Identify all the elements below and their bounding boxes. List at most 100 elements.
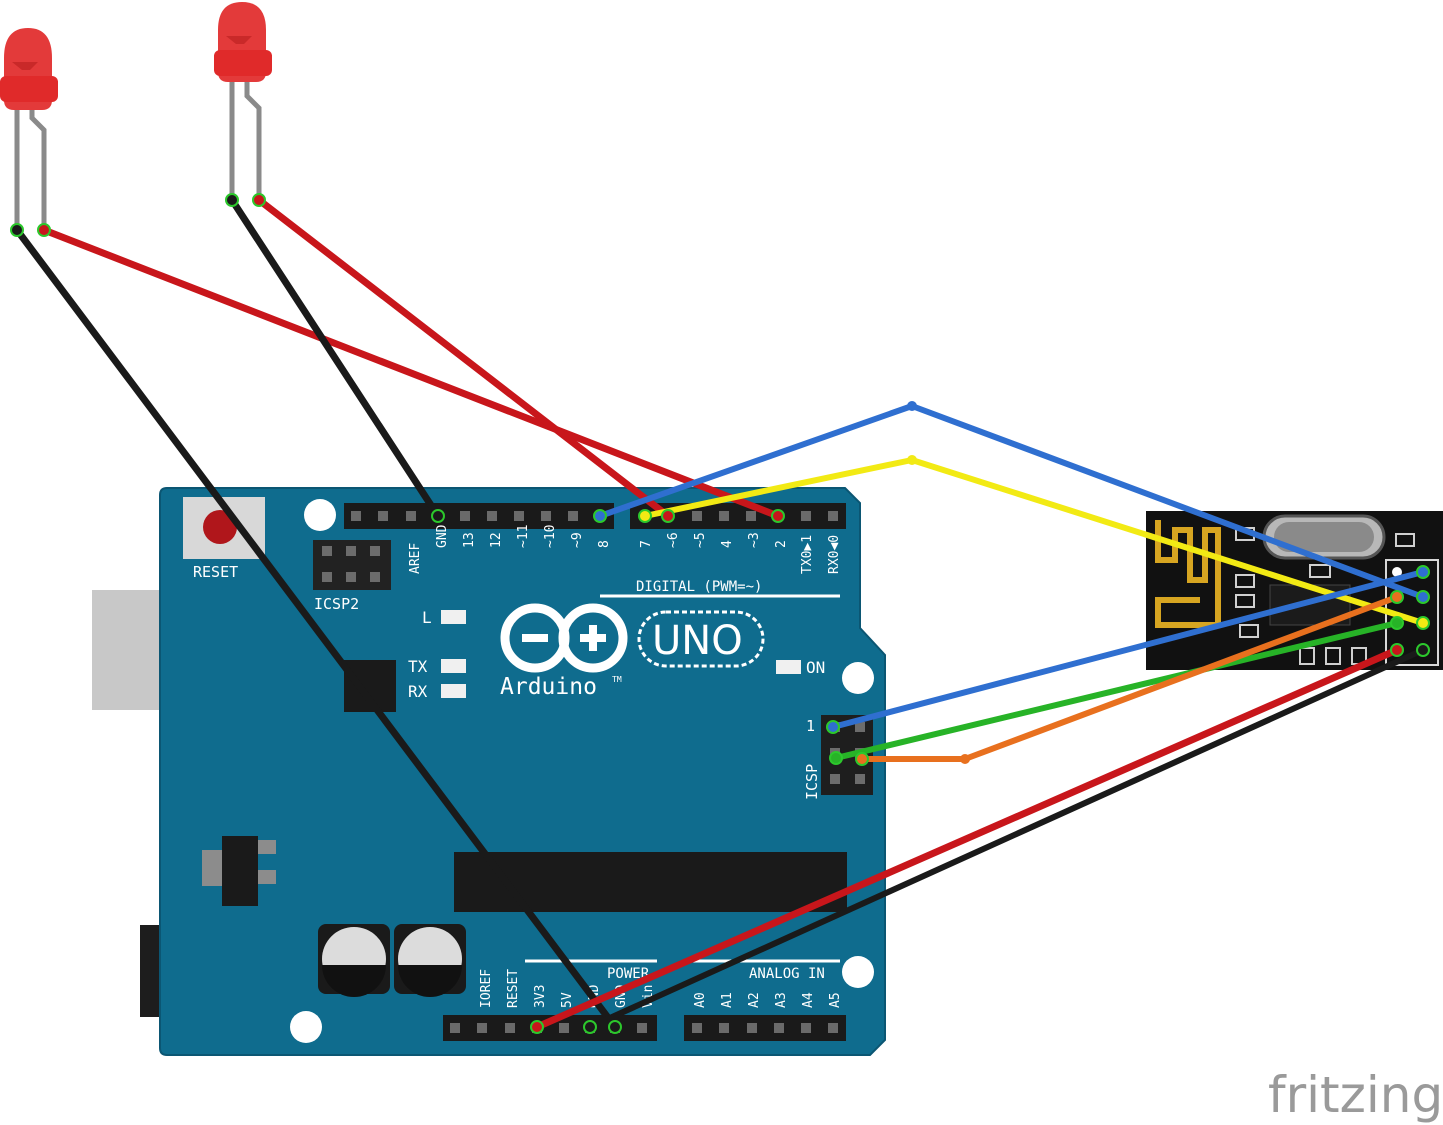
regulator-pin <box>258 870 276 884</box>
wire-endpoints <box>10 193 1430 1034</box>
header-pin-hole[interactable] <box>505 1023 515 1033</box>
analog-pin-label: A3 <box>774 992 789 1008</box>
header-pin-hole[interactable] <box>828 1023 838 1033</box>
header-pin-hole[interactable] <box>828 511 838 521</box>
header-pin-hole[interactable] <box>450 1023 460 1033</box>
wire-icsp-miso-to-nrf[interactable] <box>830 569 1426 730</box>
header-pin-hole[interactable] <box>487 511 497 521</box>
digital-pin-label: ~3 <box>747 532 762 548</box>
led-1-anode-leg <box>29 100 47 230</box>
bottom-pin-holes <box>450 1023 838 1033</box>
wire-gnd-to-nrf[interactable] <box>587 647 1426 1030</box>
led-1-rim <box>0 76 58 102</box>
mounting-hole <box>304 499 336 531</box>
wire-endpoint <box>1416 643 1430 657</box>
led-2-die <box>226 36 252 44</box>
header-pin-hole[interactable] <box>719 1023 729 1033</box>
wire-endpoint <box>826 720 840 734</box>
led-2-rim <box>214 50 272 76</box>
header-pin-hole[interactable] <box>541 511 551 521</box>
digital-pin-label: RX0◀0 <box>827 535 842 574</box>
wire-endpoint <box>1390 590 1404 604</box>
crystal-inner <box>1274 522 1374 552</box>
header-pin-hole[interactable] <box>460 511 470 521</box>
digital-pin-label: 12 <box>489 532 504 548</box>
fritzing-watermark: fritzing <box>1268 1066 1443 1124</box>
header-pin-hole[interactable] <box>692 1023 702 1033</box>
power-pin-label: 5V <box>560 992 575 1008</box>
atmega-chip <box>454 852 847 912</box>
wire-endpoint <box>1416 590 1430 604</box>
capacitor <box>394 924 466 997</box>
header-pin-hole[interactable] <box>801 511 811 521</box>
reset-label: RESET <box>193 563 238 581</box>
digital-pin-label: TX0▶1 <box>800 535 815 574</box>
header-pin-hole[interactable] <box>637 1023 647 1033</box>
wire-endpoint <box>638 509 652 523</box>
header-pin-hole[interactable] <box>692 511 702 521</box>
wire-endpoint <box>1416 565 1430 579</box>
led-2[interactable] <box>214 2 272 200</box>
wire-endpoint <box>37 223 51 237</box>
header-pin-hole[interactable] <box>747 1023 757 1033</box>
header-pin-hole[interactable] <box>568 511 578 521</box>
mounting-hole <box>290 1011 322 1043</box>
wire-endpoint <box>771 509 785 523</box>
led-2-anode-leg <box>244 80 262 200</box>
arduino-trademark: TM <box>612 675 622 684</box>
wires <box>13 196 1426 1031</box>
on-label: ON <box>806 658 825 677</box>
wire-led1-cathode-to-gnd[interactable] <box>13 226 619 1031</box>
header-pin-hole[interactable] <box>378 511 388 521</box>
wire-endpoint <box>661 509 675 523</box>
usb-connector-face <box>92 590 166 710</box>
header-pin-hole[interactable] <box>514 511 524 521</box>
digital-label: DIGITAL (PWM=~) <box>636 579 762 595</box>
header-pin-hole[interactable] <box>746 511 756 521</box>
header-pin-hole[interactable] <box>351 511 361 521</box>
digital-pin-label: 13 <box>462 532 477 548</box>
wire-endpoint <box>431 509 445 523</box>
icsp-pin1-label: 1 <box>806 717 815 735</box>
digital-pin-label: ~10 <box>543 525 558 548</box>
mounting-hole <box>842 956 874 988</box>
header-pin-hole[interactable] <box>719 511 729 521</box>
wire-endpoint <box>225 193 239 207</box>
wire-led2-anode-to-pin6[interactable] <box>255 196 672 520</box>
led-1[interactable] <box>0 28 58 230</box>
wire-endpoint <box>252 193 266 207</box>
regulator-tab <box>202 850 222 886</box>
digital-pin-label: ~5 <box>693 532 708 548</box>
led-rx-label: RX <box>408 682 428 701</box>
header-pin-hole[interactable] <box>774 1023 784 1033</box>
digital-pin-label: ~11 <box>516 525 531 548</box>
power-pin-label: RESET <box>506 969 521 1008</box>
header-pin-hole[interactable] <box>801 1023 811 1033</box>
header-pin-hole[interactable] <box>477 1023 487 1033</box>
wire-bendpoint <box>907 455 917 465</box>
wire-endpoint <box>593 509 607 523</box>
header-pin-hole[interactable] <box>559 1023 569 1033</box>
header-pin-hole[interactable] <box>406 511 416 521</box>
wire-icsp-mosi-to-nrf[interactable] <box>833 620 1400 761</box>
smd-components <box>1235 527 1415 665</box>
wire-led1-anode-to-pin2[interactable] <box>40 226 782 520</box>
wire-endpoint <box>608 1020 622 1034</box>
board-pcb <box>159 487 886 1056</box>
wire-led2-cathode-to-gnd-top[interactable] <box>228 196 442 520</box>
led-1-die <box>12 62 38 70</box>
wire-3v3-to-nrf[interactable] <box>533 646 1401 1031</box>
reset-button[interactable] <box>203 510 237 544</box>
wire-endpoint <box>1390 616 1404 630</box>
wire-endpoint <box>855 752 869 766</box>
led-l <box>441 610 466 624</box>
analog-pin-label: A5 <box>828 992 843 1008</box>
voltage-regulator <box>222 836 258 906</box>
analog-pin-label: A0 <box>693 992 708 1008</box>
arduino-brand: Arduino <box>500 674 597 700</box>
wire-endpoint <box>583 1020 597 1034</box>
